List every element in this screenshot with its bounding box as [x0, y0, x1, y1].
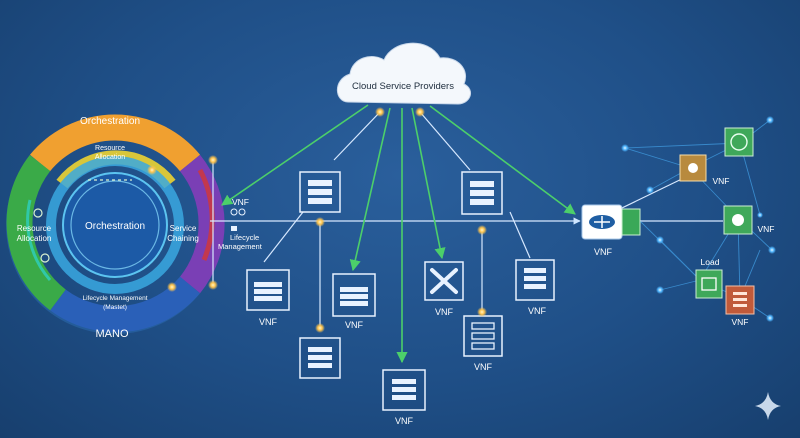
mano-ring — [6, 114, 225, 334]
network-links — [210, 111, 723, 328]
vnf-tools — [424, 261, 464, 301]
server-box-top-right — [461, 171, 503, 215]
cloud-icon — [336, 42, 472, 105]
mano-top-label: Orchestration — [80, 116, 140, 127]
resource-allocation-left-line1: Resource — [17, 224, 52, 233]
bug-icon — [732, 214, 744, 226]
globe-icon — [730, 133, 748, 151]
server-icon — [392, 379, 416, 400]
vnf-server-right-label: VNF — [528, 306, 547, 316]
bottom-node-label: VNF — [732, 317, 749, 327]
vnf-firewall-left-label: VNF — [259, 317, 278, 327]
vnf-server-right — [515, 259, 555, 301]
vnf-firewall-center-label: VNF — [345, 320, 364, 330]
resource-allocation-left-line2: Allocation — [17, 234, 52, 243]
mid-green-node — [723, 205, 753, 235]
mid-node-label: VNF — [758, 224, 775, 234]
vnf-firewall-left — [246, 269, 290, 311]
vnf-mixed-label: VNF — [474, 362, 493, 372]
server-icon — [308, 180, 332, 204]
load-node — [695, 269, 723, 299]
side-lifecycle-line1: Lifecycle — [230, 233, 259, 242]
vnf-mixed — [463, 315, 503, 357]
side-link-icon — [230, 208, 246, 216]
server-icon — [470, 181, 494, 205]
server-box-lower-left — [299, 337, 341, 379]
resource-allocation-top-line2: Allocation — [95, 154, 125, 161]
router-node — [581, 204, 623, 240]
side-lifecycle-line2: Management — [218, 242, 263, 251]
router-icon — [589, 215, 615, 229]
lifecycle-bottom-line1: Lifecycle Management — [82, 295, 147, 302]
sparkle-icon — [755, 392, 781, 420]
vnf-server-bottom-label: VNF — [395, 416, 414, 426]
firewall-icon — [254, 282, 282, 301]
top-green-node — [724, 127, 754, 157]
cloud-arrows — [221, 104, 576, 364]
router-side-node — [621, 208, 641, 236]
load-label: Load — [701, 257, 720, 267]
ring-gear-icon — [33, 179, 132, 263]
server-icon — [308, 347, 332, 368]
resource-allocation-top-line1: Resource — [95, 145, 125, 152]
server-icon — [524, 268, 546, 289]
vnf-server-bottom — [382, 369, 426, 411]
service-chaining-line1: Service — [170, 224, 197, 233]
top-orange-node — [679, 154, 707, 182]
network-icon — [471, 322, 495, 350]
side-vnf-label: VNF — [232, 197, 249, 207]
gear-icon — [688, 163, 698, 173]
mano-center-label: Orchestration — [85, 221, 145, 232]
vnf-tools-label: VNF — [435, 307, 454, 317]
blue-nodes — [621, 116, 776, 322]
router-label: VNF — [594, 247, 613, 257]
cloud-label: Cloud Service Providers — [352, 81, 454, 92]
bottom-red-node — [725, 285, 755, 315]
tools-icon — [430, 268, 458, 294]
balance-icon — [701, 277, 717, 291]
vnf-firewall-center — [332, 273, 376, 317]
server-box-top-left — [299, 171, 341, 213]
firewall-icon — [340, 287, 368, 306]
mano-bottom-label: MANO — [96, 328, 129, 340]
glow-dots — [147, 107, 487, 333]
service-chaining-line2: Chaining — [167, 234, 199, 243]
lifecycle-bottom-line2: (Mastet) — [103, 304, 127, 311]
side-gear-icon — [231, 226, 237, 231]
server-icon — [733, 292, 747, 307]
top-node-label: VNF — [713, 176, 730, 186]
